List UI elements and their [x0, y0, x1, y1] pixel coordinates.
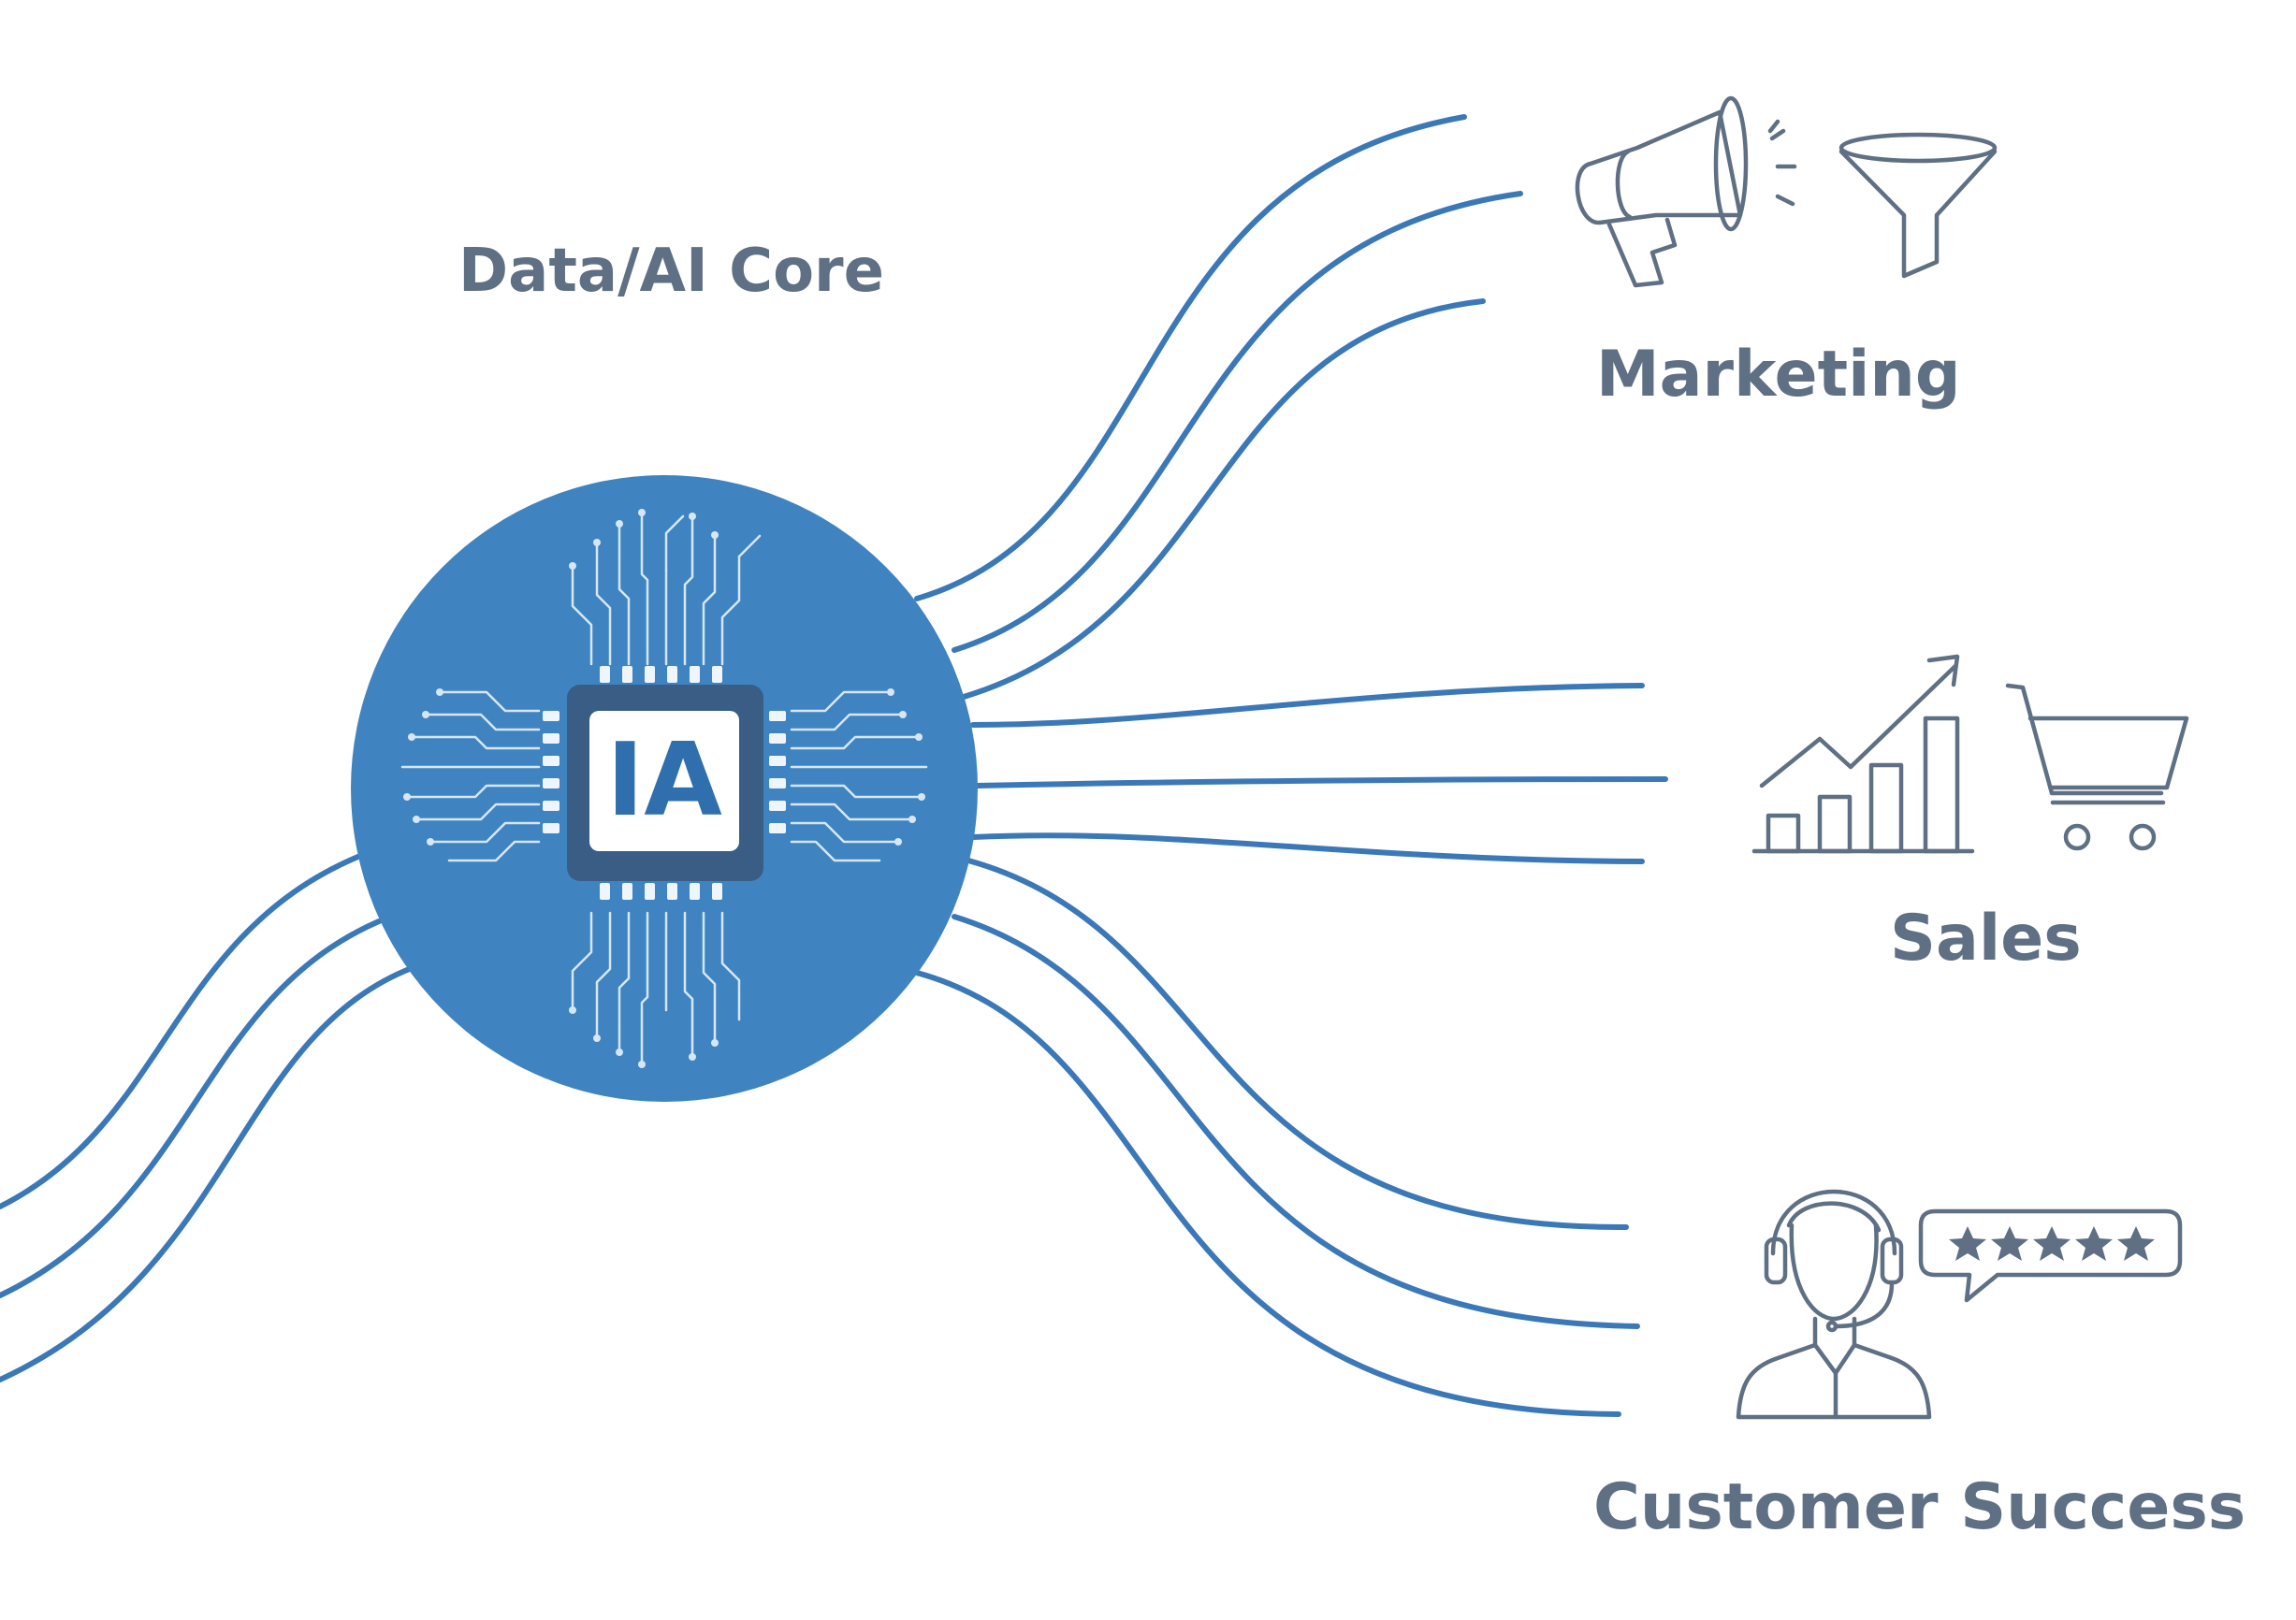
- marketing-flow-line: [914, 114, 1467, 601]
- input-flow-line: [0, 853, 363, 1209]
- sales-flow-line: [970, 683, 1645, 728]
- marketing-label: Marketing: [1596, 338, 1961, 412]
- growth-chart-icon: [1751, 654, 1975, 854]
- marketing-flow-line: [961, 298, 1486, 700]
- customer-success-flow-line: [914, 970, 1621, 1417]
- customer-success-label: Customer Success: [1593, 1470, 2246, 1544]
- support-agent-icon: [1736, 1189, 1932, 1420]
- customer-success-flow-line: [952, 914, 1640, 1329]
- marketing-flow-line: [952, 191, 1523, 653]
- circuit-traces: [400, 511, 928, 1066]
- core-title: Data/AI Core: [458, 237, 884, 306]
- customer-success-flow-line: [966, 858, 1629, 1231]
- funnel-icon: [1838, 132, 1998, 279]
- five-star-review-icon: [1918, 1208, 2183, 1303]
- shopping-cart-icon: [2005, 683, 2189, 851]
- chip-face: [589, 711, 739, 851]
- sales-flow-line: [975, 776, 1668, 788]
- sales-flow-line: [970, 832, 1645, 864]
- input-flow-line: [0, 965, 414, 1382]
- chip-label: IA: [606, 722, 722, 839]
- input-flow-line: [0, 918, 382, 1298]
- megaphone-icon: [1575, 95, 1797, 288]
- sales-label: Sales: [1890, 902, 2082, 976]
